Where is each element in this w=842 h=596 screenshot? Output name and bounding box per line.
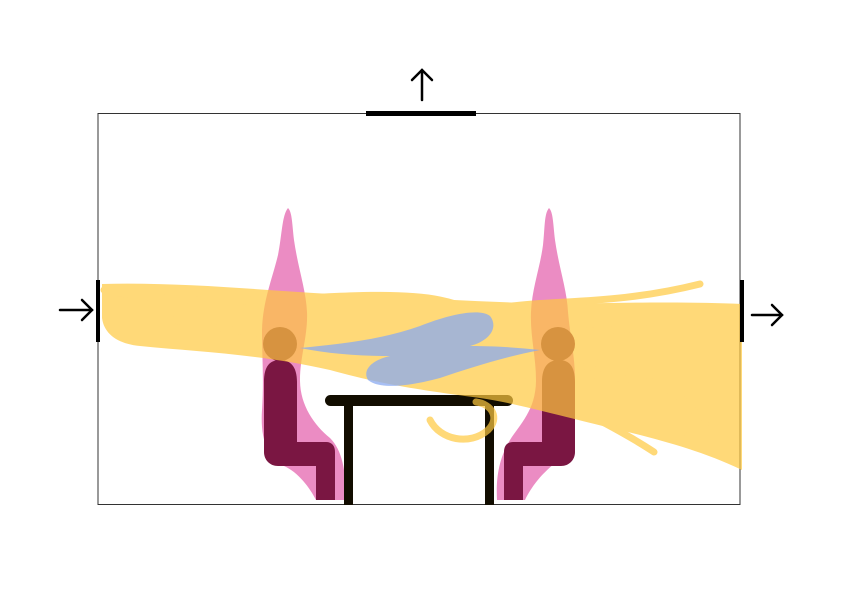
table: [325, 395, 513, 505]
table-top: [325, 395, 513, 406]
exhaust-vent: [366, 68, 476, 116]
table-leg-right: [485, 404, 494, 505]
exhaust-arrow-icon: [410, 68, 434, 102]
outlet-arrow-icon: [750, 303, 784, 327]
inlet-vent-bar: [96, 280, 100, 342]
inlet-vent: [58, 280, 100, 342]
exhaust-vent-bar: [366, 111, 476, 116]
breath-zone: [300, 312, 540, 386]
table-leg-left: [344, 404, 353, 505]
inlet-arrow-icon: [58, 298, 94, 322]
outlet-vent-bar: [740, 280, 744, 342]
person-left-body: [264, 360, 335, 500]
outlet-vent: [740, 280, 784, 342]
